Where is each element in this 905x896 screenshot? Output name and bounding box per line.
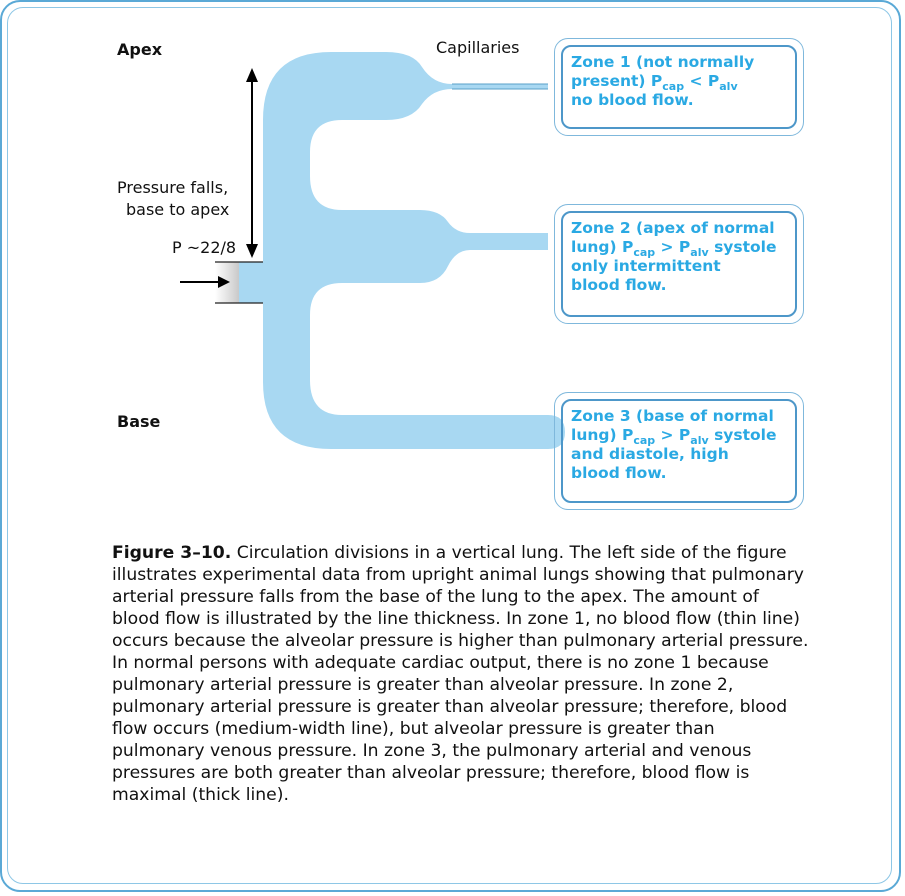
zone-2-line3: only intermittent (571, 257, 721, 275)
inflow-arrow-head (218, 276, 230, 288)
zone-1-box: Zone 1 (not normally present) Pcap < Pal… (554, 38, 804, 136)
zone-2-line4: blood flow. (571, 276, 667, 294)
zone-1-line2: present) Pcap < Palv (571, 72, 738, 94)
apex-label: Apex (117, 40, 163, 59)
base-label: Base (117, 412, 161, 431)
figure-caption-text: Circulation divisions in a vertical lung… (112, 543, 809, 805)
zone-2-line1: Zone 2 (apex of normal (571, 219, 775, 237)
pressure-falls-label-line2: base to apex (126, 200, 230, 219)
pressure-arrow-head-up (246, 68, 258, 82)
zone-3-line4: blood flow. (571, 464, 667, 482)
zone-3-line1: Zone 3 (base of normal (571, 407, 774, 425)
vessel-tree (238, 52, 565, 449)
zone-1-line1: Zone 1 (not normally (571, 53, 755, 71)
zone-2-line2: lung) Pcap > Palv systole (571, 238, 777, 260)
zone-3-box: Zone 3 (base of normal lung) Pcap > Palv… (554, 392, 804, 510)
zone-1-line3: no blood flow. (571, 91, 694, 109)
zone-2-text: Zone 2 (apex of normal lung) Pcap > Palv… (561, 211, 797, 317)
zone-2-box: Zone 2 (apex of normal lung) Pcap > Palv… (554, 204, 804, 324)
zone-3-line3: and diastole, high (571, 445, 729, 463)
zone-3-line2: lung) Pcap > Palv systole (571, 426, 777, 448)
zone-3-text: Zone 3 (base of normal lung) Pcap > Palv… (561, 399, 797, 503)
pressure-falls-label-line1: Pressure falls, (117, 178, 229, 197)
figure-caption: Figure 3–10. Circulation divisions in a … (112, 542, 812, 806)
pressure-value-label: P ~22/8 (172, 238, 237, 257)
figure-number: Figure 3–10. (112, 543, 232, 563)
capillaries-label: Capillaries (436, 38, 520, 57)
zone-1-text: Zone 1 (not normally present) Pcap < Pal… (561, 45, 797, 129)
pressure-arrow-head-down (246, 244, 258, 258)
figure-frame-inner (7, 7, 892, 884)
